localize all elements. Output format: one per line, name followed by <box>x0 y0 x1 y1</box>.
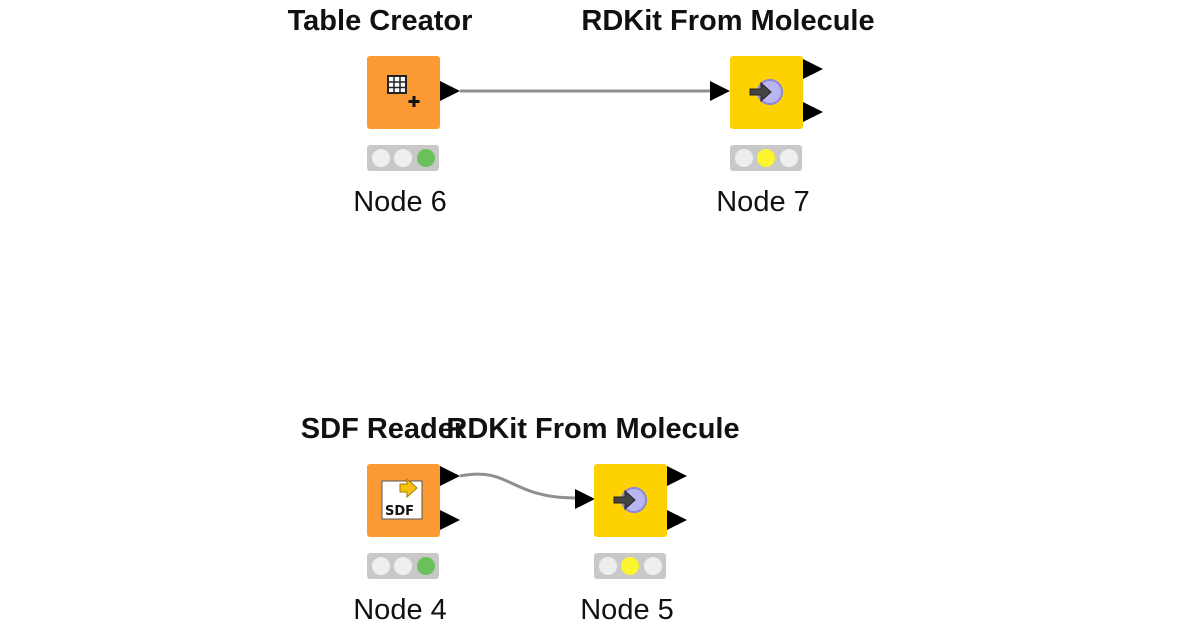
node-label[interactable]: Node 7 <box>716 186 810 218</box>
status-light-green <box>643 557 662 575</box>
output-port-1[interactable] <box>667 466 687 486</box>
rdkit-convert-icon <box>749 79 783 105</box>
status-light-yellow <box>621 557 639 575</box>
sdf-reader-icon: SDF <box>381 477 423 520</box>
node-label[interactable]: Node 6 <box>353 186 447 218</box>
input-port[interactable] <box>710 81 730 101</box>
status-traffic-light <box>367 553 439 579</box>
output-port-2[interactable] <box>440 510 460 530</box>
sdf-icon-text: SDF <box>385 504 414 519</box>
output-port-1[interactable] <box>440 466 460 486</box>
status-light-yellow <box>394 557 412 575</box>
node-title: Table Creator <box>287 5 473 37</box>
output-port-2[interactable] <box>803 102 823 122</box>
node-title: RDKit From Molecule <box>581 5 875 37</box>
rdkit-convert-icon <box>613 487 647 513</box>
node-body[interactable] <box>594 464 667 537</box>
status-traffic-light <box>730 145 802 171</box>
status-light-red <box>371 149 390 167</box>
node-body[interactable] <box>367 56 440 129</box>
node-title: SDF Reader <box>300 413 466 445</box>
status-light-red <box>371 557 390 575</box>
status-light-green <box>779 149 798 167</box>
table-creator-icon <box>387 75 420 107</box>
output-port[interactable] <box>440 81 460 101</box>
status-light-red <box>598 557 617 575</box>
output-port-2[interactable] <box>667 510 687 530</box>
node-body[interactable] <box>730 56 803 129</box>
node-label[interactable]: Node 4 <box>353 594 447 626</box>
connection-node4-node5[interactable] <box>459 472 576 500</box>
node-label[interactable]: Node 5 <box>580 594 674 626</box>
status-traffic-light <box>594 553 666 579</box>
status-light-red <box>734 149 753 167</box>
node-title: RDKit From Molecule <box>446 413 740 445</box>
status-light-green <box>416 557 435 575</box>
status-traffic-light <box>367 145 439 171</box>
status-light-yellow <box>757 149 775 167</box>
output-port-1[interactable] <box>803 59 823 79</box>
input-port[interactable] <box>575 489 595 509</box>
node-body[interactable]: SDF <box>367 464 440 537</box>
status-light-yellow <box>394 149 412 167</box>
status-light-green <box>416 149 435 167</box>
